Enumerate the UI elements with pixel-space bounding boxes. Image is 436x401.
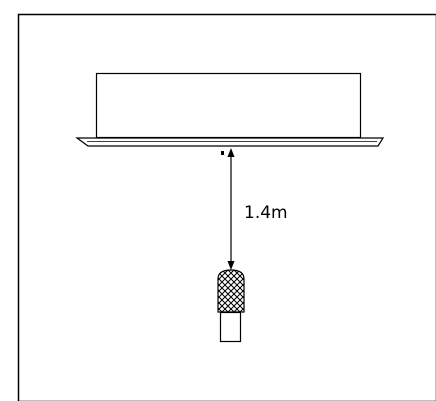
sensor-probe [217,269,245,343]
ceiling-unit-body [95,72,362,139]
dimension-line [227,148,235,270]
diagram-frame [17,13,436,401]
distance-label: 1.4m [244,203,288,223]
ceiling-unit-panel [75,137,385,147]
sensor-head [217,269,245,313]
unit-marker [221,151,224,155]
sensor-stem [219,311,242,343]
